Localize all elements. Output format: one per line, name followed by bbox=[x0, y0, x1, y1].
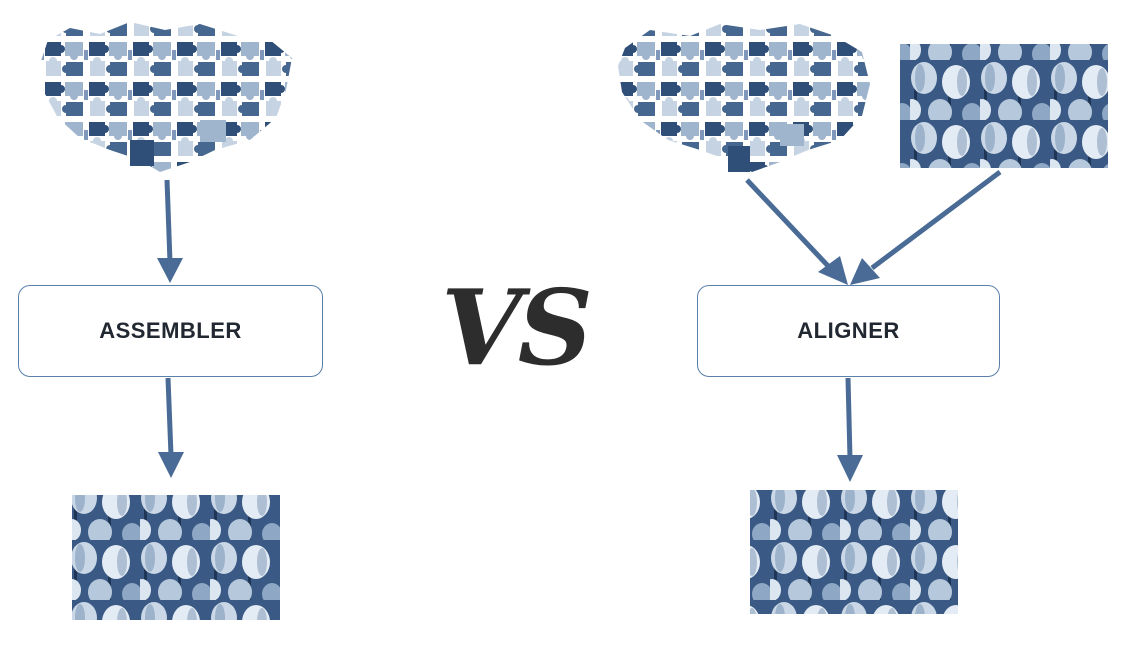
aligner-box: ALIGNER bbox=[697, 285, 1000, 377]
vs-separator: VS bbox=[441, 266, 593, 389]
arrow-right-puzzle bbox=[745, 178, 832, 270]
aligned-tulip-image bbox=[750, 490, 958, 614]
assembler-label: ASSEMBLER bbox=[99, 318, 242, 343]
arrowhead-right-reference bbox=[850, 258, 880, 285]
arrowhead-left-bottom bbox=[158, 452, 184, 478]
arrowhead-right-bottom bbox=[837, 455, 863, 482]
aligner-label: ALIGNER bbox=[797, 318, 900, 343]
arrowhead-right-puzzle bbox=[818, 256, 848, 285]
arrowhead-left-top bbox=[157, 258, 183, 283]
arrow-left-top bbox=[164, 179, 173, 263]
puzzle-pieces-left bbox=[40, 22, 292, 172]
reference-tulip-image bbox=[900, 44, 1108, 168]
arrow-right-reference bbox=[870, 170, 1002, 270]
arrow-left-bottom bbox=[165, 377, 174, 456]
assembled-tulip-image bbox=[72, 495, 280, 620]
puzzle-pieces-right bbox=[618, 24, 870, 172]
assembler-box: ASSEMBLER bbox=[18, 285, 323, 377]
arrow-right-bottom bbox=[845, 377, 853, 459]
